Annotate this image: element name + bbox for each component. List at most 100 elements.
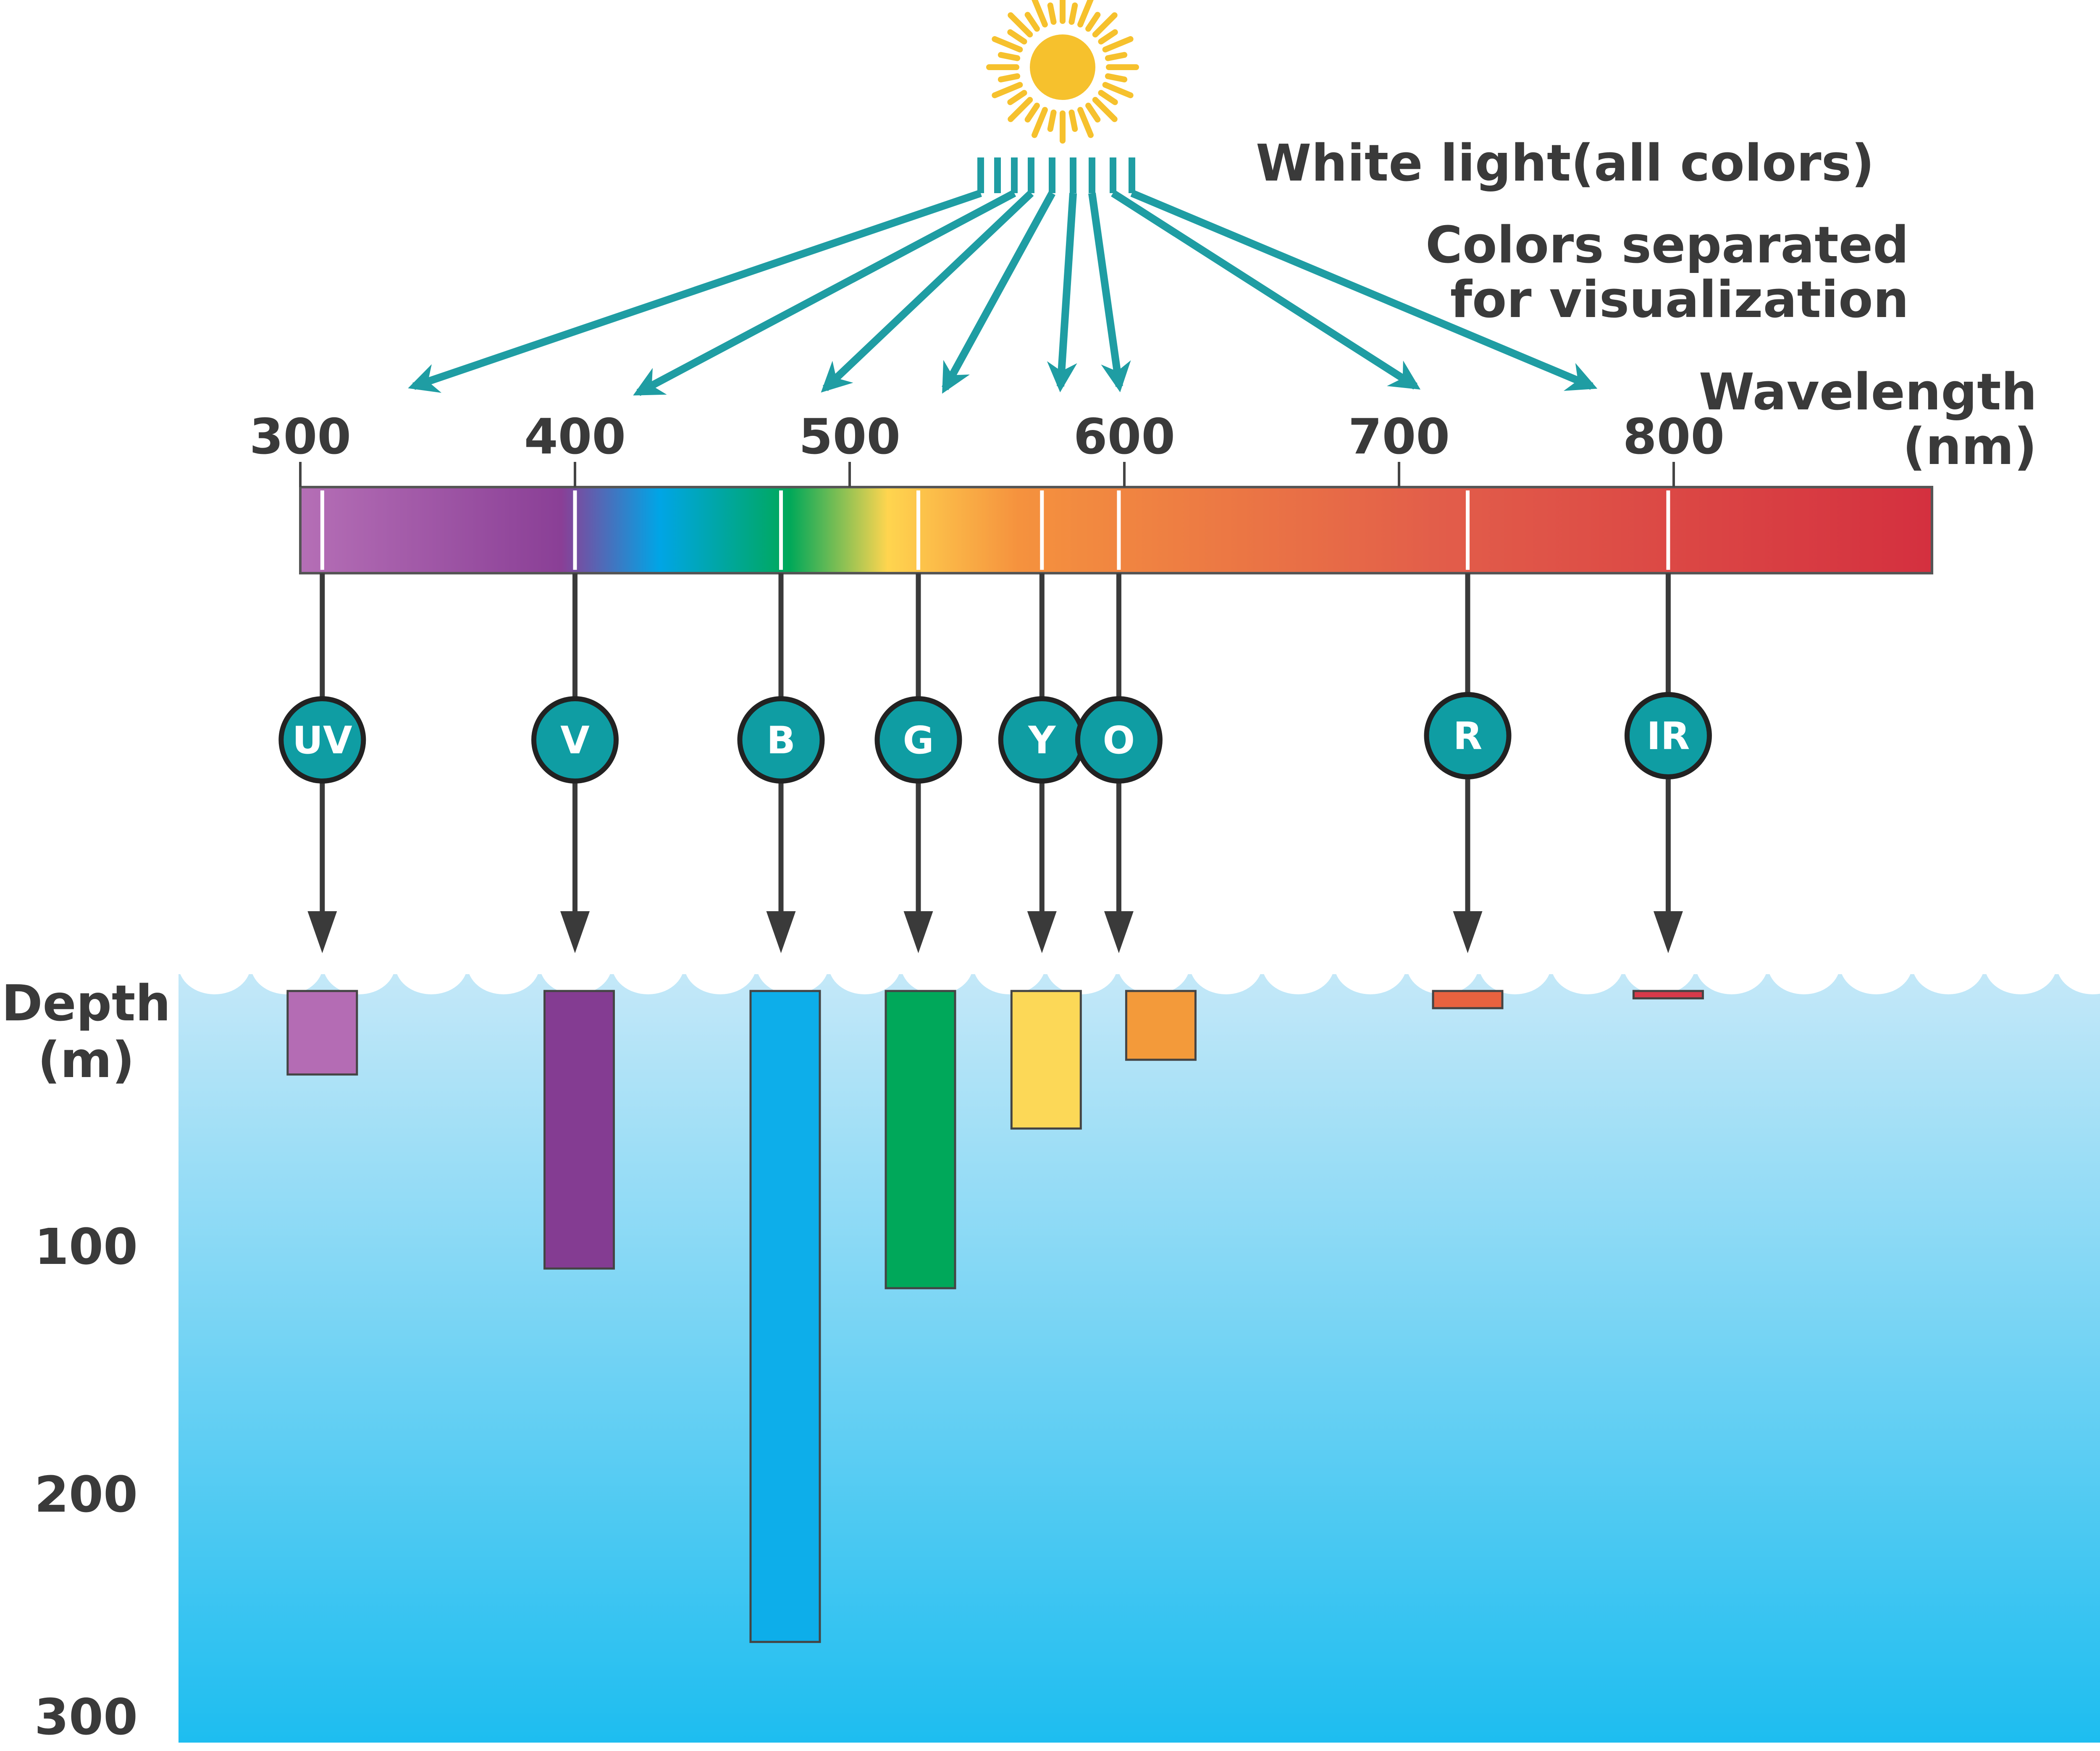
- sun-ray: [1008, 97, 1033, 122]
- sun-ray: [1032, 107, 1048, 138]
- wave-crest: [1118, 936, 1190, 994]
- depth-bar-b: [749, 990, 821, 1643]
- depth-bar-v: [543, 990, 615, 1270]
- ray-arrow: [1047, 193, 1077, 393]
- wavelength-tick-label: 500: [799, 409, 900, 465]
- pointer-arrowhead-uv: [307, 911, 337, 953]
- wavelength-tick-label: 700: [1348, 409, 1450, 465]
- sun-ray: [1032, 0, 1048, 28]
- pointer-arrowhead-g: [903, 911, 933, 953]
- sun-ray: [1102, 82, 1134, 98]
- sun-ray: [1007, 29, 1027, 45]
- pointer-arrowhead-ir: [1653, 911, 1683, 953]
- pointer-arrowhead-y: [1027, 911, 1057, 953]
- sun-ray: [1077, 0, 1094, 28]
- ray-arrow: [633, 190, 1016, 396]
- spectrum-gradient: [299, 486, 1933, 574]
- depth-bar-ir: [1632, 990, 1704, 1000]
- badge-uv: [278, 696, 366, 784]
- wave-crest: [829, 936, 901, 994]
- sun-ray: [1085, 102, 1101, 123]
- wave-crest: [1479, 936, 1551, 994]
- sun-ray: [1077, 107, 1094, 138]
- wave-crest: [251, 936, 323, 994]
- sun-ray: [998, 52, 1021, 61]
- wavelength-tick-label: 300: [249, 409, 351, 465]
- badge-label-v: V: [560, 718, 590, 763]
- sun-icon: [986, 0, 1139, 144]
- wave-crest: [1623, 936, 1696, 994]
- depth-bar-o: [1125, 990, 1197, 1061]
- sun-ray: [992, 82, 1023, 98]
- ray-arrow: [821, 190, 1034, 393]
- badge-b: [737, 696, 825, 784]
- ray-arrow: [1088, 192, 1131, 393]
- wave-crest: [178, 936, 251, 994]
- badge-label-ir: IR: [1647, 714, 1690, 758]
- sun-ray: [998, 73, 1021, 83]
- wave-crest: [323, 936, 395, 994]
- sun-ray: [1105, 73, 1128, 83]
- sun-ray: [1098, 29, 1118, 45]
- wave-crest: [1768, 936, 1840, 994]
- badge-label-g: G: [903, 718, 934, 763]
- light-rays: [408, 157, 1598, 396]
- sun-ray: [1102, 36, 1134, 52]
- wavelength-tick-label: 600: [1074, 409, 1175, 465]
- sun-ray: [1092, 97, 1118, 122]
- wavelength-ticks: 300 400 500 600 700 800: [249, 409, 1725, 487]
- wave-crest: [1912, 936, 1984, 994]
- badge-ir: [1624, 692, 1712, 779]
- sun-ray: [1098, 90, 1118, 105]
- wave-crest: [973, 936, 1045, 994]
- wave-crest: [901, 936, 973, 994]
- sun-ray: [1092, 12, 1118, 38]
- wave-crest: [1840, 936, 1912, 994]
- spectrum-bar: [299, 486, 1933, 574]
- separated-label-line1: Colors separated: [1425, 216, 1909, 275]
- color-bands: UV V B G Y O R IR: [278, 490, 1712, 1643]
- sun-ray: [1024, 12, 1040, 32]
- wave-crest: [1551, 936, 1623, 994]
- badge-label-uv: UV: [292, 718, 352, 763]
- depth-tick-label: 200: [34, 1465, 138, 1523]
- wave-crest: [540, 936, 612, 994]
- sun-ray: [1024, 102, 1040, 123]
- wave-crest: [1262, 936, 1334, 994]
- sun-ray: [1047, 109, 1057, 132]
- wave-crest: [2057, 936, 2100, 994]
- wave-crest: [1984, 936, 2057, 994]
- wavelength-tick-label: 400: [524, 409, 626, 465]
- pointer-arrowhead-o: [1104, 911, 1134, 953]
- separated-label-line2: for visualization: [1450, 271, 1909, 329]
- depth-bar-uv: [286, 990, 358, 1076]
- badge-label-r: R: [1453, 714, 1482, 758]
- depth-tick-label: 100: [34, 1218, 138, 1276]
- white-light-label: White light(all colors): [1256, 134, 1874, 193]
- wave-crest: [1190, 936, 1262, 994]
- pointer-arrowhead-b: [766, 911, 796, 953]
- ray-arrow: [408, 189, 982, 393]
- ray-arrow: [1130, 189, 1598, 391]
- depth-axis-title-line2: (m): [38, 1031, 135, 1089]
- badge-label-o: O: [1103, 718, 1135, 763]
- badge-g: [874, 696, 962, 784]
- badge-label-y: Y: [1028, 718, 1056, 763]
- wavelength-axis-title-line2: (nm): [1903, 418, 2037, 476]
- sun-ray: [1007, 90, 1027, 105]
- wavelength-axis-title-line1: Wavelength: [1699, 363, 2037, 422]
- badge-v: [531, 696, 619, 784]
- water-column: [178, 936, 2100, 1743]
- sun-ray: [1105, 52, 1128, 61]
- wave-crest: [756, 936, 829, 994]
- sun-ray: [1047, 2, 1057, 25]
- wavelength-tick-label: 800: [1623, 409, 1725, 465]
- pointer-arrowhead-v: [560, 911, 590, 953]
- wave-crest: [1696, 936, 1768, 994]
- wave-crest: [395, 936, 467, 994]
- wave-crest: [1407, 936, 1479, 994]
- badge-label-b: B: [766, 718, 795, 763]
- sun-disc: [1030, 34, 1095, 100]
- pointer-arrowhead-r: [1453, 911, 1483, 953]
